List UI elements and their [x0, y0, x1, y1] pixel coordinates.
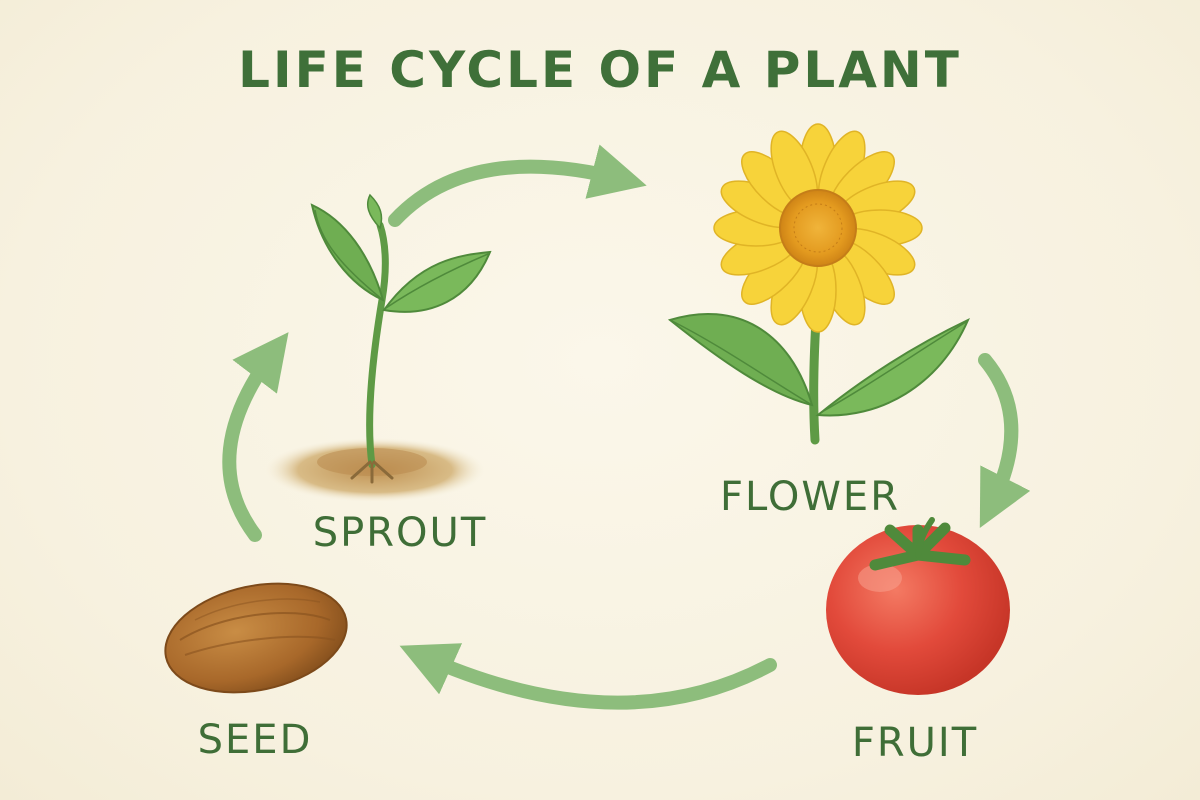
- arrow-icon: [388, 144, 647, 227]
- arrow-flower-to-fruit: [978, 353, 1031, 528]
- arrow-icon: [222, 332, 289, 542]
- arrow-fruit-to-seed: [399, 643, 777, 710]
- fruit-icon: [826, 517, 1010, 695]
- stage-label-seed: SEED: [197, 717, 313, 763]
- arrow-sprout-to-flower: [388, 144, 647, 227]
- arrow-icon: [399, 643, 777, 710]
- arrow-icon: [978, 353, 1031, 528]
- sprout-icon: [265, 193, 492, 502]
- stage-label-flower: FLOWER: [720, 474, 900, 520]
- arrow-seed-to-sprout: [222, 332, 289, 542]
- stage-label-sprout: SPROUT: [312, 510, 488, 556]
- seed-icon: [164, 582, 348, 694]
- diagram-title: LIFE CYCLE OF A PLANT: [238, 41, 962, 99]
- flower-icon: [667, 123, 970, 445]
- stage-label-fruit: FRUIT: [851, 720, 979, 766]
